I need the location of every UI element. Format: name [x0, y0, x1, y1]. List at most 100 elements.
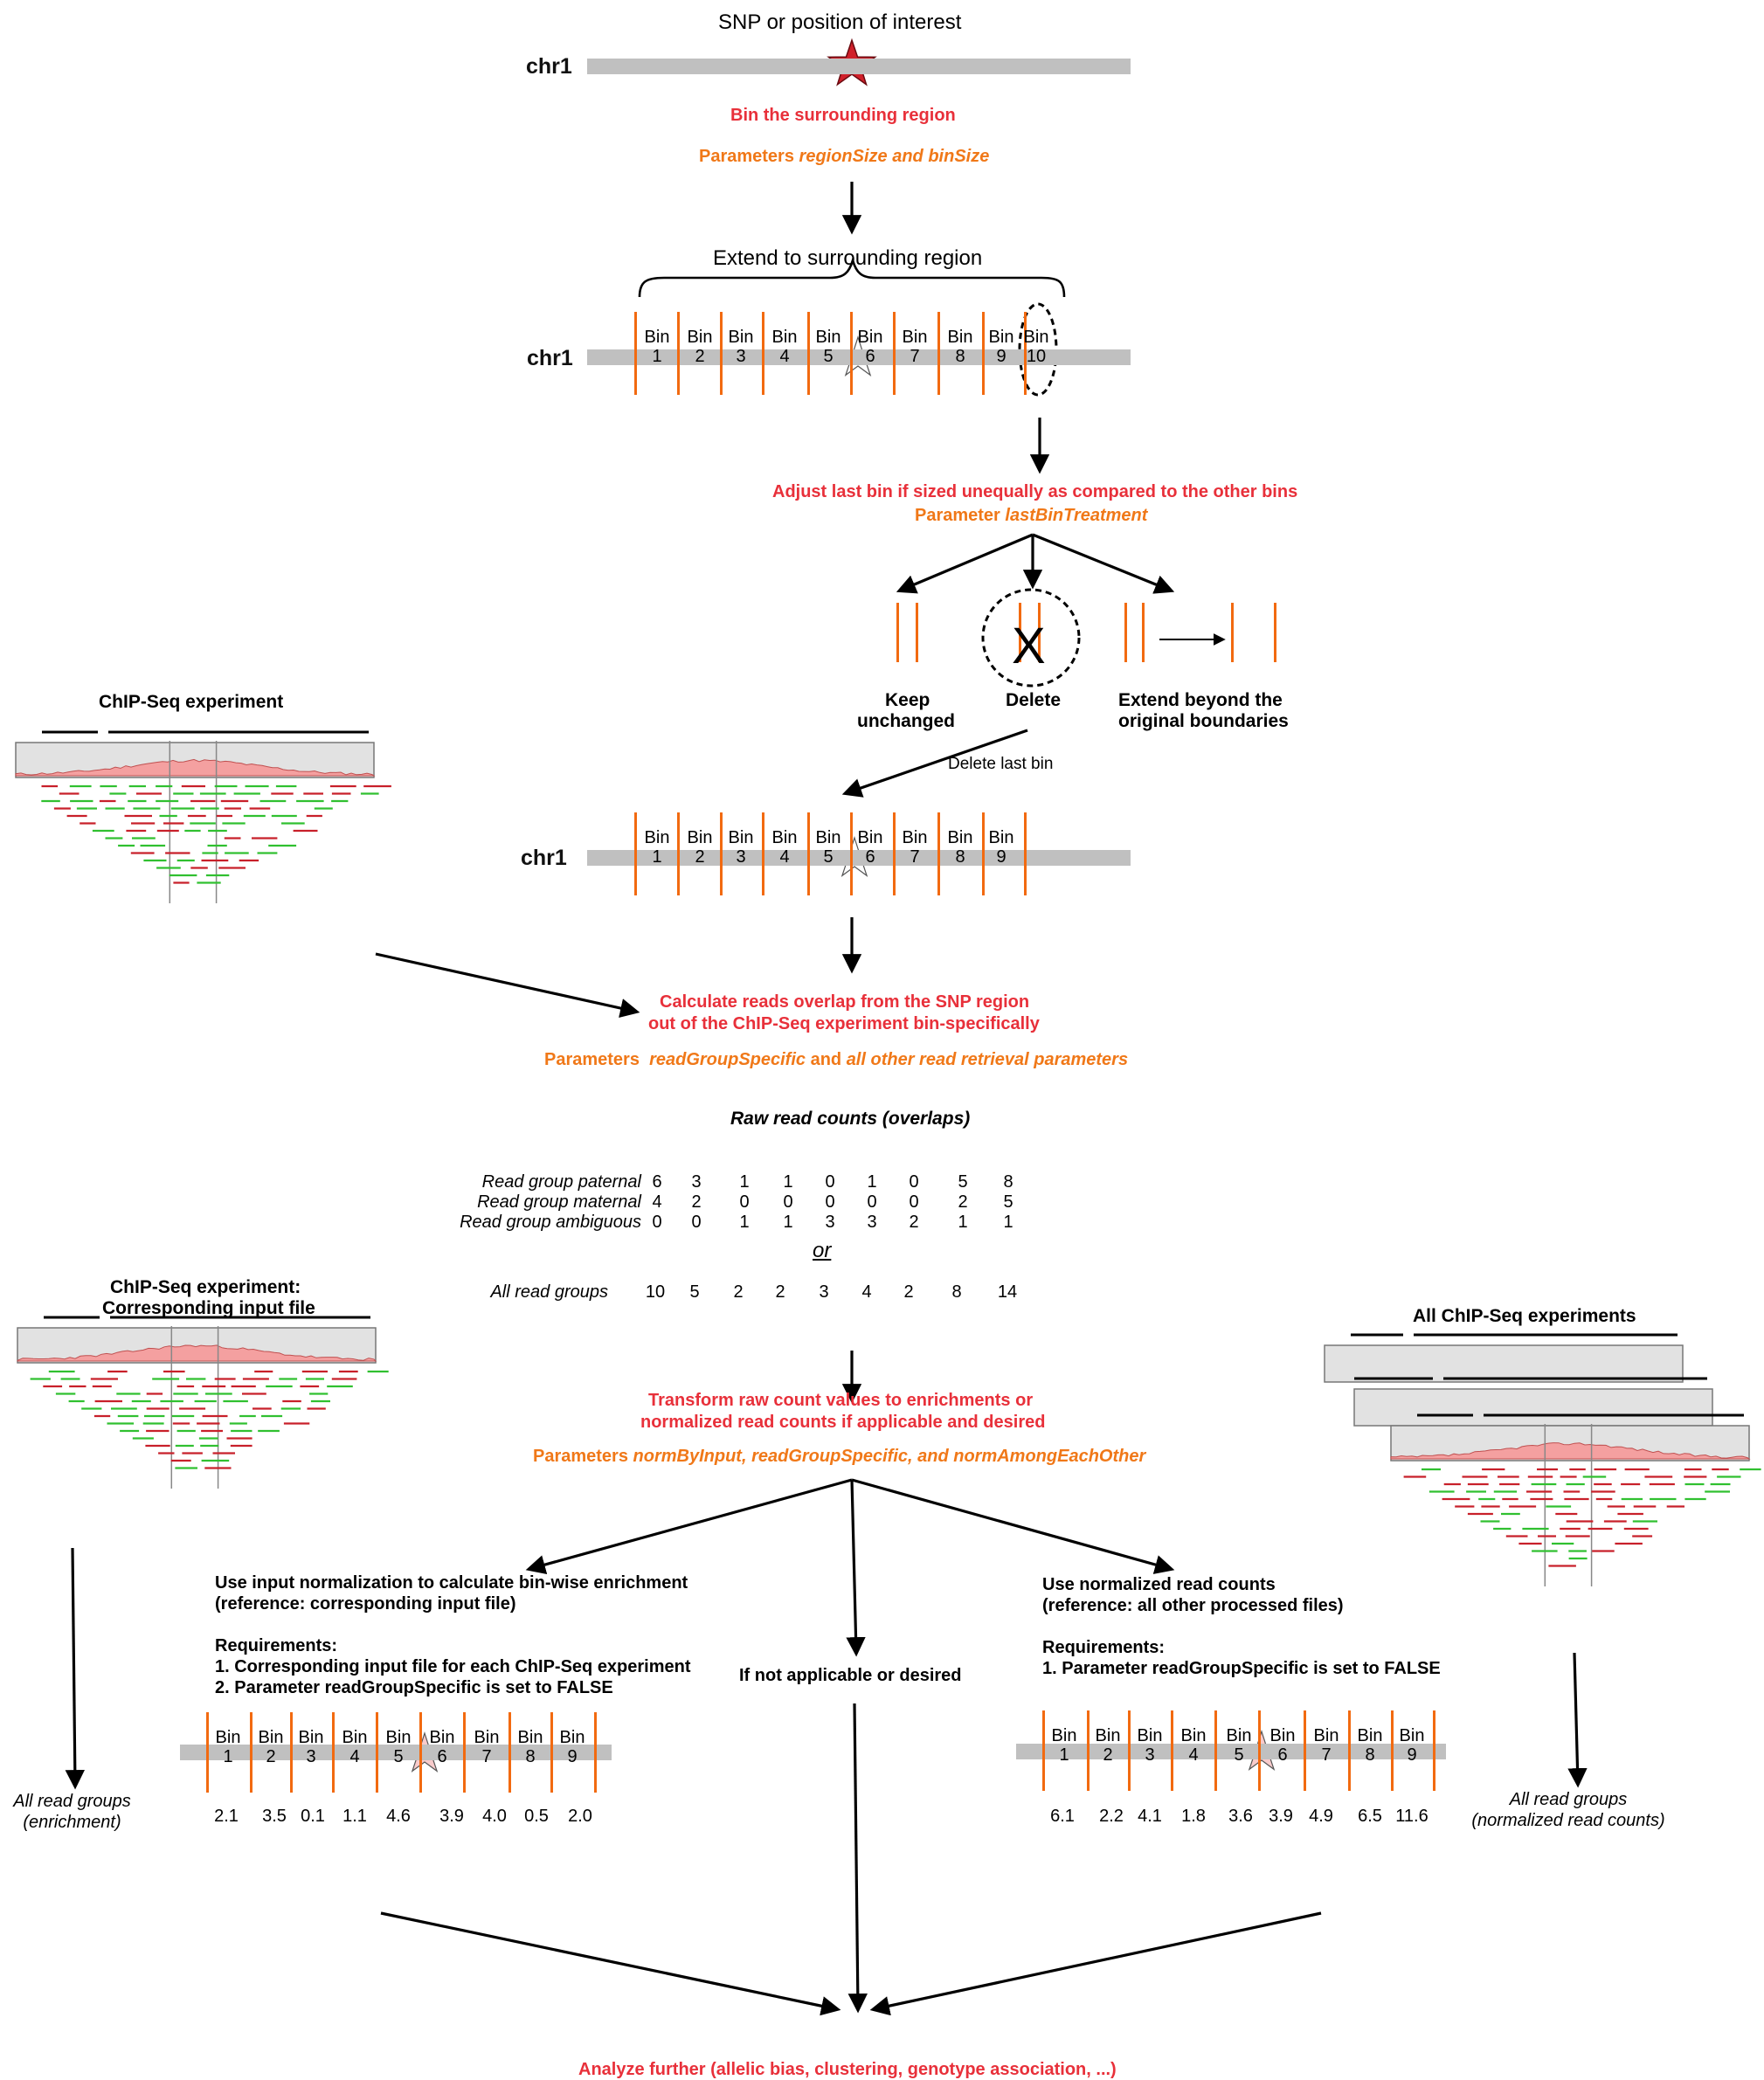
- delete-last-bin-label: Delete last bin: [948, 755, 1054, 773]
- raw-row-label-2: Read group maternal: [477, 1192, 641, 1212]
- step-bin-surrounding: Bin the surrounding region: [730, 106, 956, 125]
- norm-value-1: 6.1: [1050, 1807, 1075, 1826]
- raw-cell: 0: [867, 1192, 877, 1212]
- all-track-back-1: [1324, 1344, 1684, 1383]
- bin9-line-1: [634, 812, 637, 895]
- norm-value-8: 6.5: [1358, 1807, 1382, 1826]
- bin10-line-4: [762, 312, 764, 395]
- bin10-line-1: [634, 312, 637, 395]
- binL-line-7: [463, 1712, 466, 1793]
- raw-cell: 0: [825, 1192, 835, 1212]
- raw-cell: 1: [739, 1172, 750, 1192]
- bin-number: 9: [567, 1747, 578, 1766]
- raw-row-label-1: Read group paternal: [481, 1172, 641, 1192]
- raw-cell: 1: [867, 1172, 877, 1192]
- raw-cell: 0: [783, 1192, 793, 1212]
- bin-number: 8: [1365, 1745, 1375, 1765]
- bin-word: Bin: [1095, 1726, 1121, 1745]
- bin9-line-7: [893, 812, 896, 895]
- binL-line-9: [550, 1712, 553, 1793]
- bin-word: Bin: [1023, 328, 1049, 347]
- bin-word: Bin: [947, 328, 973, 347]
- bin-word: Bin: [857, 828, 883, 847]
- bin-word: Bin: [1313, 1726, 1339, 1745]
- calc-params: Parameters readGroupSpecific and all oth…: [544, 1050, 1129, 1069]
- bin-number: 5: [1234, 1745, 1244, 1765]
- binR-line-3: [1128, 1710, 1131, 1791]
- left-req-2: 2. Parameter readGroupSpecific is set to…: [215, 1678, 613, 1697]
- left-branch-line2: (reference: corresponding input file): [215, 1594, 516, 1614]
- binR-line-4: [1171, 1710, 1173, 1791]
- arrow-left-to-final: [380, 1911, 841, 2016]
- bin-number: 7: [1321, 1745, 1332, 1765]
- binL-line-5: [376, 1712, 378, 1793]
- left-side-label-2: (enrichment): [23, 1813, 121, 1832]
- bin-word: Bin: [815, 828, 841, 847]
- arrow-to-left-branch: [525, 1478, 853, 1575]
- bin-word: Bin: [385, 1728, 412, 1747]
- all-coverage-peak: [1390, 1442, 1751, 1460]
- all-read-groups-cell: 8: [951, 1282, 962, 1302]
- arrow-right-to-final: [869, 1911, 1322, 2016]
- bin-word: Bin: [258, 1728, 284, 1747]
- right-side-label-2: (normalized read counts): [1471, 1811, 1665, 1830]
- chromosome-bar-10bins: [587, 349, 1131, 365]
- bin9-line-3: [720, 812, 723, 895]
- bin-number: 5: [823, 847, 834, 867]
- raw-row-label-3: Read group ambiguous: [460, 1213, 641, 1232]
- raw-cell: 1: [1003, 1213, 1013, 1232]
- raw-counts-heading: Raw read counts (overlaps): [730, 1109, 971, 1129]
- all-read-groups-cell: 2: [733, 1282, 744, 1302]
- raw-cell: 0: [909, 1192, 919, 1212]
- norm-value-6: 3.9: [1269, 1807, 1293, 1826]
- delete-highlight: [981, 588, 1081, 688]
- bin10-line-7: [893, 312, 896, 395]
- bin10-line-8: [937, 312, 940, 395]
- binR-line-2: [1087, 1710, 1090, 1791]
- bin-number: 5: [823, 347, 834, 366]
- all-read-groups-label: All read groups: [490, 1282, 608, 1302]
- bin-word: Bin: [815, 328, 841, 347]
- bin-word: Bin: [1269, 1726, 1296, 1745]
- bin-word: Bin: [687, 328, 713, 347]
- region-brace: [638, 256, 1066, 298]
- chromosome-bar-9bins: [587, 850, 1131, 866]
- bin-number: 9: [1407, 1745, 1417, 1765]
- arrow-delete-last-bin: [841, 729, 1028, 798]
- bin-number: 8: [955, 847, 965, 867]
- arrow-to-right-branch: [851, 1478, 1175, 1574]
- raw-cell: 0: [652, 1213, 662, 1232]
- bin-number: 4: [1188, 1745, 1199, 1765]
- option-keep-line1: Keep: [885, 690, 930, 710]
- arrow-to-middle-branch: [846, 1479, 866, 1657]
- bin-word: Bin: [902, 828, 928, 847]
- norm-value-7: 4.9: [1309, 1807, 1333, 1826]
- option-delete: Delete: [1006, 690, 1062, 710]
- bin10-line-9: [982, 312, 985, 395]
- arrow-chip-to-calc: [375, 952, 640, 1019]
- bin9-line-10: [1024, 812, 1027, 895]
- raw-cell: 1: [783, 1172, 793, 1192]
- bin-word: Bin: [771, 828, 798, 847]
- arrow-middle-to-final: [847, 1703, 868, 2014]
- bin-number: 6: [865, 847, 875, 867]
- option-extend-line2: original boundaries: [1118, 711, 1289, 731]
- chromosome-bar-left: [180, 1745, 612, 1760]
- transform-params: Parameters normByInput, readGroupSpecifi…: [533, 1447, 1146, 1466]
- bin-number: 4: [779, 347, 790, 366]
- extend-bin-line-1: [1124, 603, 1127, 662]
